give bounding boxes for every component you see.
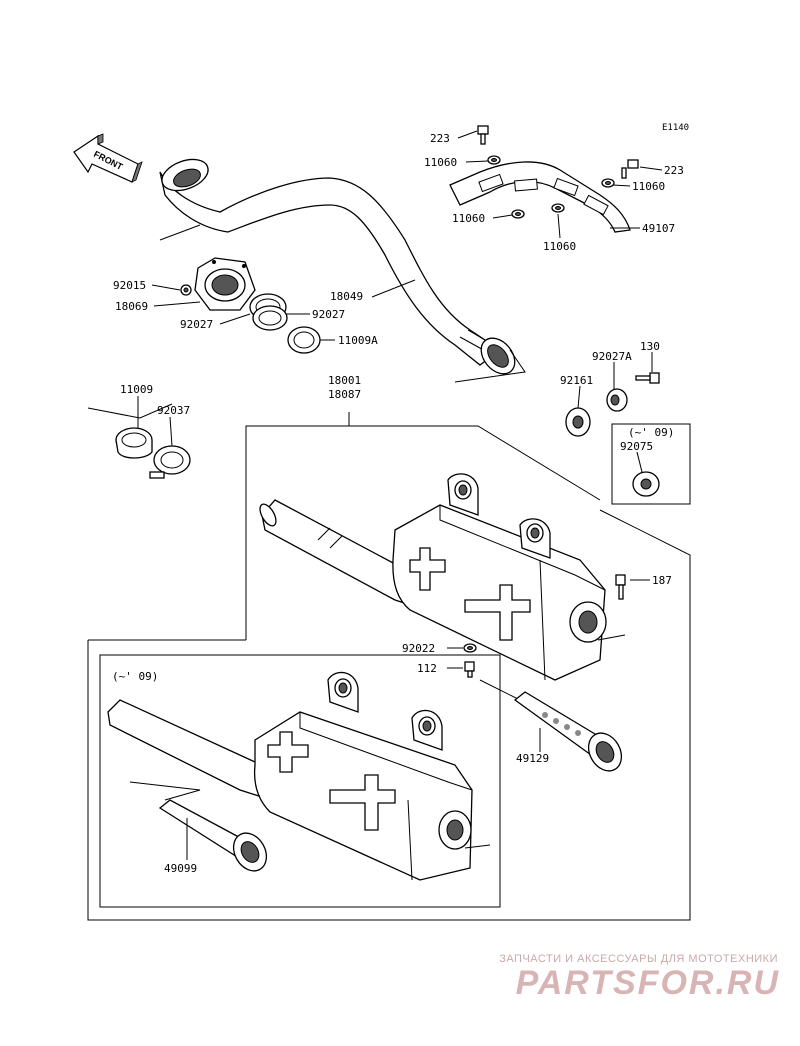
nut-11060c-icon bbox=[511, 209, 525, 219]
watermark-brand: PARTSFOR.RU bbox=[516, 964, 780, 1002]
part-11060-b: 11060 bbox=[632, 180, 665, 193]
part-187: 187 bbox=[652, 574, 672, 587]
part-49129: 49129 bbox=[516, 752, 549, 765]
part-92027-b: 92027 bbox=[180, 318, 213, 331]
part-223-a: 223 bbox=[430, 132, 450, 145]
part-11060-a: 11060 bbox=[424, 156, 457, 169]
part-18049: 18049 bbox=[330, 290, 363, 303]
washer-92022-icon bbox=[463, 643, 477, 653]
head-pipe bbox=[159, 158, 526, 383]
nut-11060b-icon bbox=[601, 178, 615, 188]
spark-arrester-49099 bbox=[158, 799, 268, 872]
clamp-92037-icon bbox=[149, 445, 191, 479]
part-11009: 11009 bbox=[120, 383, 153, 396]
part-92027A: 92027A bbox=[592, 350, 632, 363]
watermark-tagline: ЗАПЧАСТИ И АКСЕССУАРЫ ДЛЯ МОТОТЕХНИКИ bbox=[499, 953, 778, 965]
diagram-code: E1140 bbox=[662, 123, 689, 133]
part-92027-a: 92027 bbox=[312, 308, 345, 321]
front-arrow-icon: FRONT bbox=[73, 133, 143, 183]
bolt-187-icon bbox=[615, 574, 626, 600]
part-130: 130 bbox=[640, 340, 660, 353]
part-112: 112 bbox=[417, 662, 437, 675]
part-92075: 92075 bbox=[620, 440, 653, 453]
exhaust-flange bbox=[194, 257, 256, 311]
part-18069: 18069 bbox=[115, 300, 148, 313]
part-92037: 92037 bbox=[157, 404, 190, 417]
grommet-92161-icon bbox=[565, 407, 591, 437]
gasket-11009-icon bbox=[115, 427, 153, 459]
part-223-b: 223 bbox=[664, 164, 684, 177]
collar-92027A-icon bbox=[606, 388, 628, 412]
bolt-223a-icon bbox=[477, 125, 489, 145]
muffler-main bbox=[259, 473, 626, 681]
part-92015: 92015 bbox=[113, 279, 146, 292]
gasket-11009A-icon bbox=[287, 326, 321, 354]
leader-lines bbox=[137, 130, 663, 860]
bolt-223b-icon bbox=[621, 159, 639, 179]
bolt-112-icon bbox=[464, 661, 475, 678]
part-18001: 18001 bbox=[328, 374, 361, 387]
part-92022: 92022 bbox=[402, 642, 435, 655]
part-labels: 223 11060 223 11060 11060 49107 11060 92… bbox=[113, 132, 684, 875]
nut-11060d-icon bbox=[551, 203, 565, 213]
stud-92015-icon bbox=[180, 284, 192, 296]
part-92161: 92161 bbox=[560, 374, 593, 387]
gasket-92027b-icon bbox=[252, 305, 288, 331]
muffler-bracket bbox=[449, 161, 631, 233]
year-note-a: (~' 09) bbox=[628, 426, 674, 439]
variant-box-muffler bbox=[99, 654, 501, 908]
spark-arrester-49129 bbox=[513, 691, 623, 772]
bolt-130-icon bbox=[635, 372, 660, 384]
muffler-variant bbox=[107, 671, 491, 881]
part-49099: 49099 bbox=[164, 862, 197, 875]
part-11009A: 11009A bbox=[338, 334, 378, 347]
year-note-b: (~' 09) bbox=[112, 670, 158, 683]
part-11060-d: 11060 bbox=[543, 240, 576, 253]
grommet-92075-icon bbox=[632, 471, 660, 497]
part-11060-c: 11060 bbox=[452, 212, 485, 225]
nut-11060a-icon bbox=[487, 155, 501, 165]
part-18087: 18087 bbox=[328, 388, 361, 401]
part-49107: 49107 bbox=[642, 222, 675, 235]
